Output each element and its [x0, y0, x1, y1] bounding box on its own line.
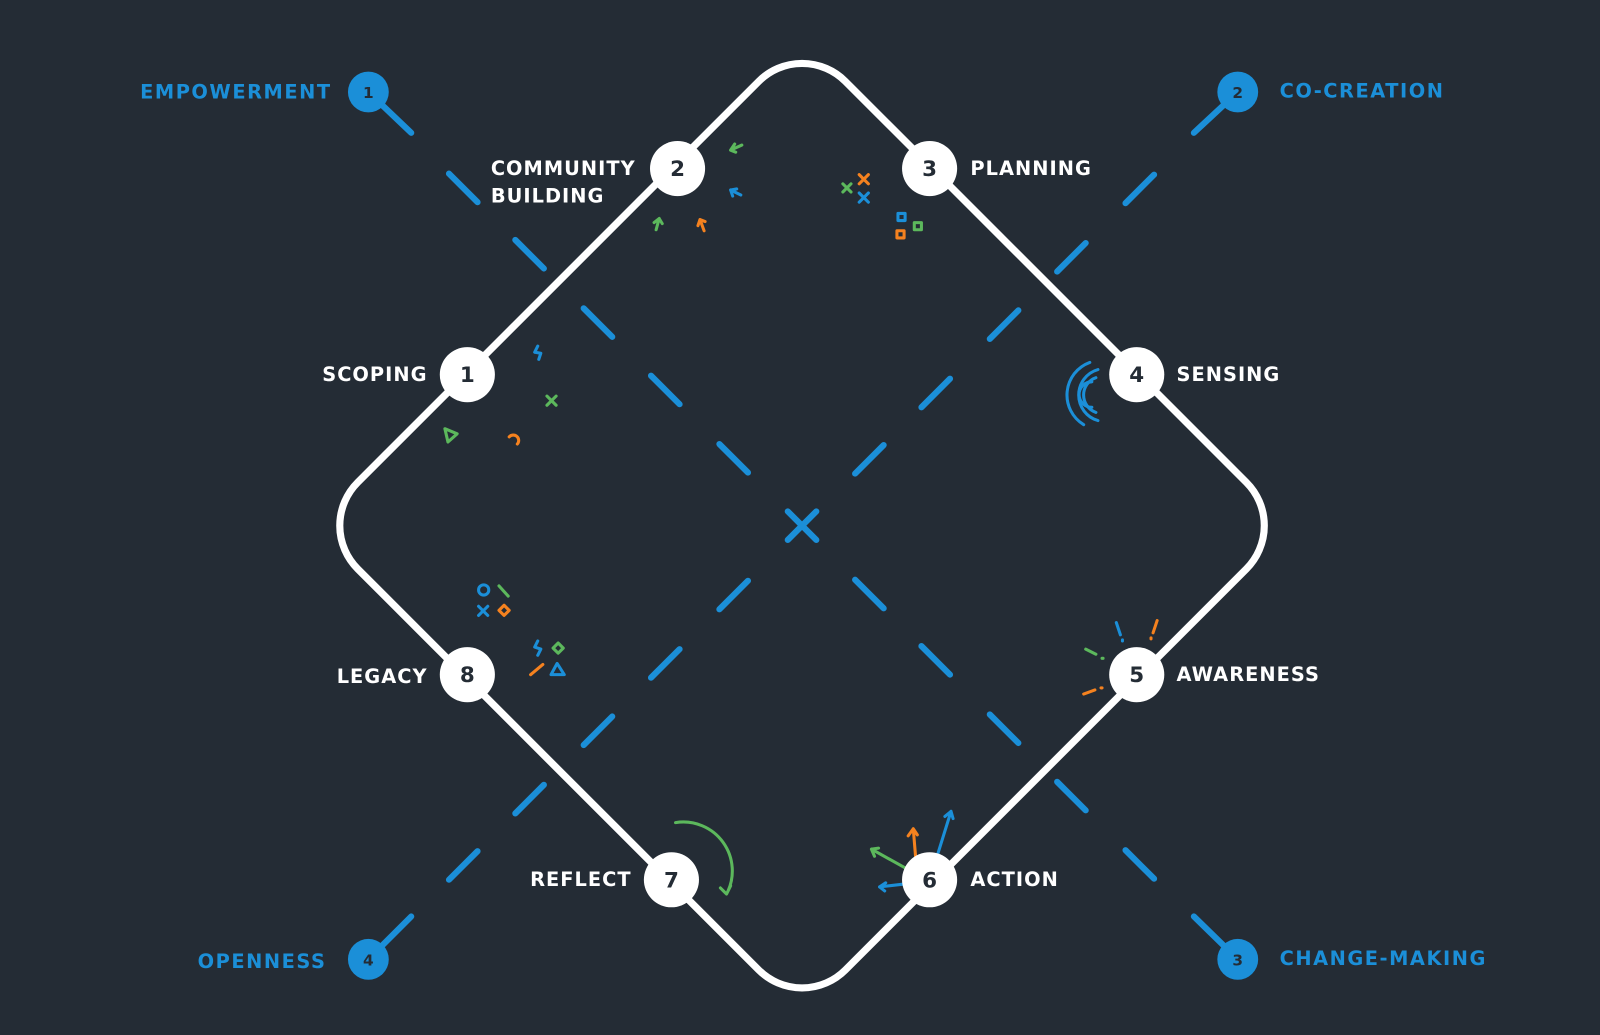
stage-number: 6	[922, 868, 937, 893]
triangle-icon	[443, 427, 459, 444]
stage-number: 8	[460, 663, 475, 688]
stage-node-1[interactable]: 1 SCOPING	[322, 347, 495, 403]
line-icon	[497, 584, 510, 598]
cross-icon	[545, 394, 558, 407]
dash-segment	[512, 781, 547, 817]
stage-node-7[interactable]: 7 REFLECT	[530, 852, 699, 908]
stage-number: 3	[922, 157, 937, 182]
arrow-icon	[652, 216, 664, 232]
arrow-icon	[935, 809, 955, 859]
dash-segment	[986, 711, 1022, 747]
stage-node-8[interactable]: 8 LEGACY	[337, 647, 495, 703]
dashed-diagonals	[445, 170, 1158, 883]
stage-node-6[interactable]: 6 ACTION	[902, 852, 1059, 908]
stage-label-reflect: REFLECT	[530, 868, 632, 891]
stage-label-scoping: SCOPING	[322, 363, 427, 386]
stage-label-action: ACTION	[970, 868, 1058, 891]
stage-number: 1	[460, 363, 475, 388]
dash-segment	[1122, 847, 1158, 882]
dash-segment	[580, 713, 616, 749]
dash-segment	[986, 307, 1022, 342]
dash-segment	[580, 305, 616, 340]
square-icon	[912, 221, 923, 232]
dash-segment	[1054, 239, 1089, 275]
dash-segment	[445, 170, 481, 206]
stage-node-5[interactable]: 5 AWARENESS	[1109, 647, 1320, 703]
zigzag-icon	[533, 344, 543, 361]
signal-waves-icon	[1065, 360, 1100, 427]
dash-segment	[716, 440, 752, 476]
arrow-icon	[869, 846, 910, 872]
spark-icon	[1084, 647, 1105, 660]
pin-number: 1	[363, 84, 374, 102]
pin-number: 4	[363, 951, 374, 969]
pin-number: 3	[1232, 951, 1243, 969]
process-loop	[336, 59, 1268, 992]
dash-segment	[852, 576, 887, 612]
dash-segment	[512, 236, 547, 272]
dash-segment	[918, 375, 954, 411]
principle-label-change-making: CHANGE-MAKING	[1280, 947, 1487, 970]
diamond-icon	[497, 603, 511, 617]
dash-segment	[852, 441, 887, 477]
principle-label-empowerment: EMPOWERMENT	[140, 80, 332, 103]
principle-label-openness: OPENNESS	[198, 950, 327, 973]
stage-label-awareness: AWARENESS	[1177, 663, 1320, 686]
arrow-icon	[729, 142, 744, 154]
circle-icon	[477, 583, 491, 597]
stage-label-sensing: SENSING	[1177, 363, 1281, 386]
stage-node-2[interactable]: 2 COMMUNITY BUILDING	[491, 140, 706, 208]
square-icon	[895, 229, 906, 240]
dash-segment	[918, 643, 954, 678]
spark-icon	[1082, 686, 1104, 696]
dash-segment	[445, 848, 481, 883]
center-cross-icon	[784, 508, 820, 544]
curved-arrow-icon	[673, 820, 734, 896]
stage-number: 2	[670, 157, 685, 182]
principle-pin-3[interactable]: 3 CHANGE-MAKING	[1217, 938, 1487, 980]
stage-number: 5	[1129, 663, 1144, 688]
dash-segment	[647, 372, 683, 408]
principle-pin-4[interactable]: 4 OPENNESS	[198, 938, 389, 980]
diamond-icon	[551, 641, 565, 655]
dash-segment	[647, 646, 683, 681]
pin-number: 2	[1232, 84, 1243, 102]
stage-node-3[interactable]: 3 PLANNING	[902, 140, 1092, 197]
arrow-icon	[878, 881, 908, 893]
dash-segment	[1054, 778, 1089, 814]
decorations	[443, 142, 1159, 896]
principle-pin-2[interactable]: 2 CO-CREATION	[1217, 71, 1445, 113]
stage-label-planning: PLANNING	[970, 157, 1091, 180]
stage-label-building: BUILDING	[491, 185, 605, 208]
triangle-icon	[549, 661, 566, 677]
principle-label-co-creation: CO-CREATION	[1280, 79, 1445, 102]
dash-segment	[716, 577, 752, 613]
cross-icon	[857, 191, 870, 204]
cross-icon	[857, 173, 870, 186]
stage-number: 7	[664, 868, 679, 893]
arrow-icon	[729, 187, 743, 198]
square-icon	[896, 211, 907, 223]
cross-icon	[841, 182, 853, 194]
arrow-icon	[696, 218, 707, 233]
stage-label-community: COMMUNITY	[491, 157, 636, 180]
dash-segment	[1122, 171, 1158, 207]
stage-node-4[interactable]: 4 SENSING	[1109, 347, 1281, 403]
stage-label-legacy: LEGACY	[337, 665, 428, 688]
principle-pin-1[interactable]: 1 EMPOWERMENT	[140, 71, 389, 113]
spark-icon	[1114, 621, 1124, 643]
arc-icon	[507, 433, 521, 446]
zigzag-icon	[533, 639, 543, 657]
cross-icon	[477, 604, 490, 617]
spark-icon	[1149, 619, 1159, 641]
stage-number: 4	[1129, 363, 1144, 388]
line-icon	[529, 662, 545, 677]
